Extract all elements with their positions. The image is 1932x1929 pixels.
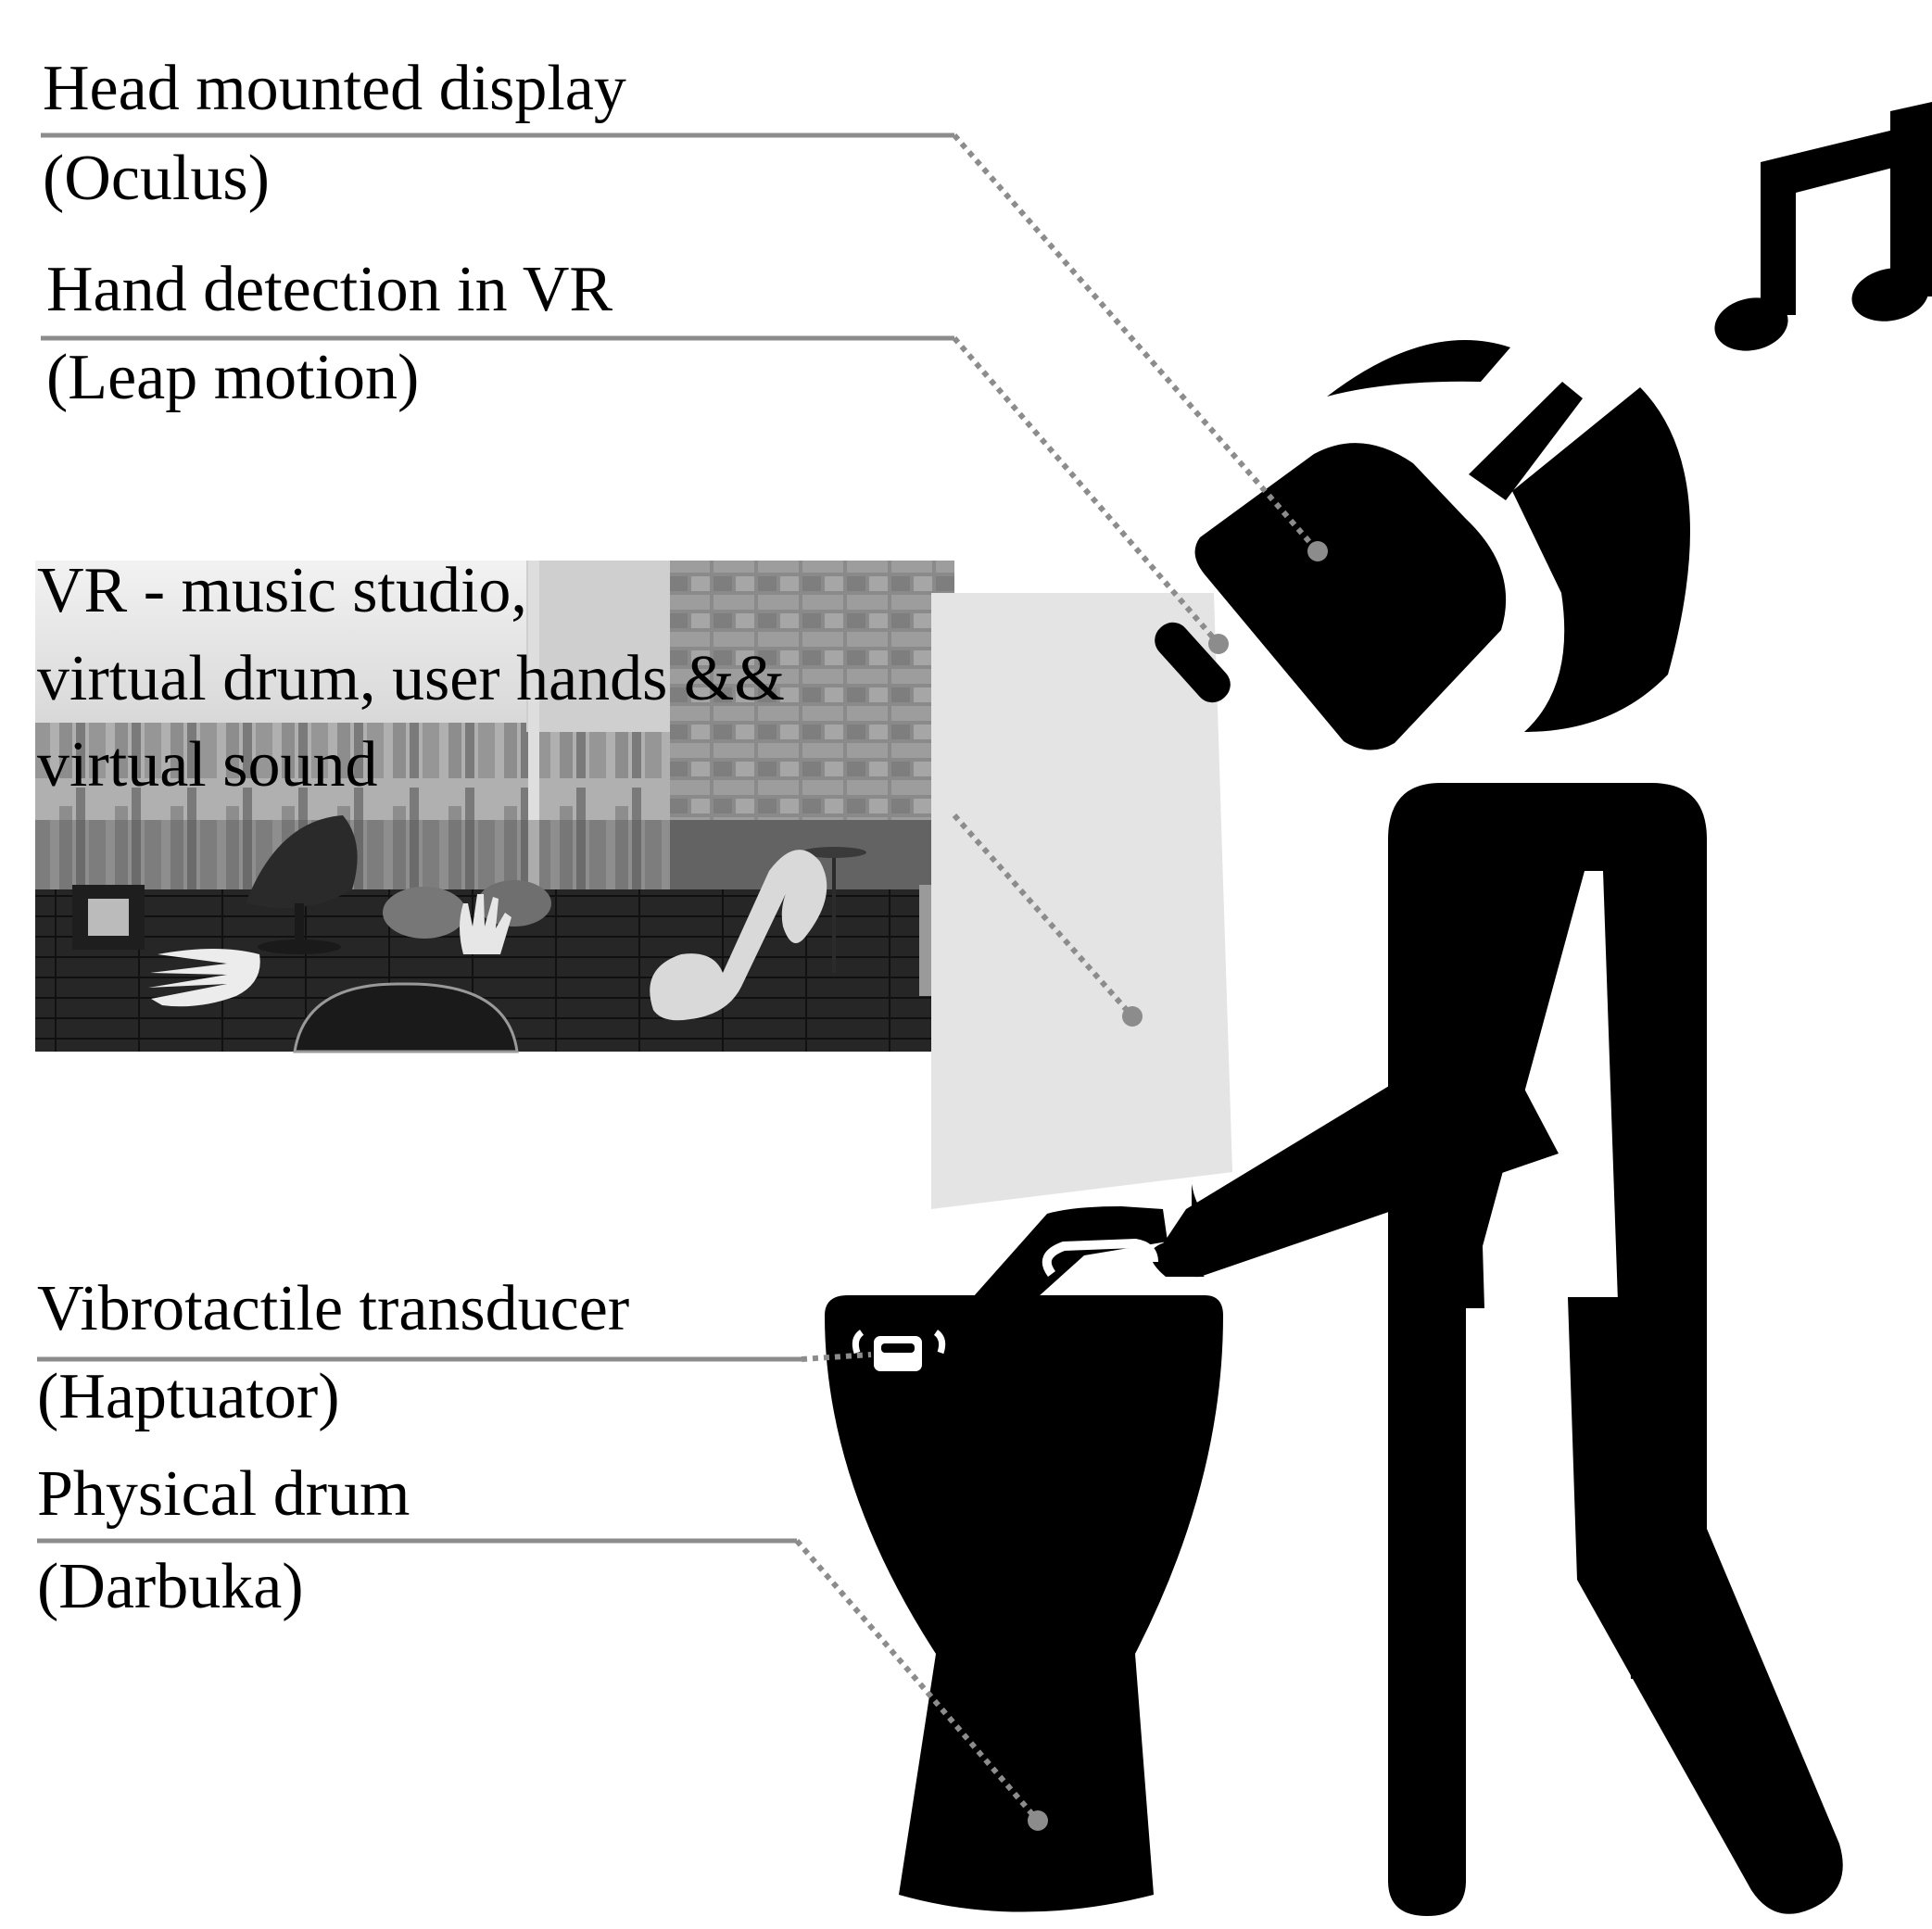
annotation-labels: Head mounted display (Oculus) Hand detec…	[37, 53, 785, 1622]
transducer-device-label: (Haptuator)	[37, 1361, 340, 1432]
drum-device-label: (Darbuka)	[37, 1551, 304, 1622]
leader-end-dots	[1028, 541, 1328, 1831]
vr-scene-line-2: virtual drum, user hands &&	[37, 643, 785, 714]
vr-scene-screenshot	[35, 561, 954, 1053]
hand-grip-outline	[1042, 1238, 1158, 1277]
hmd-device-label: (Oculus)	[43, 143, 270, 214]
hmd-label: Head mounted display	[43, 53, 626, 124]
tracking-view-cone	[931, 593, 1232, 1209]
transducer-label: Vibrotactile transducer	[37, 1273, 629, 1344]
drum-label: Physical drum	[37, 1458, 410, 1530]
music-note-icon	[1714, 102, 1932, 351]
vr-scene-line-3: virtual sound	[37, 729, 377, 801]
label-underlines	[37, 132, 954, 1544]
hand-tracking-label: Hand detection in VR	[46, 254, 612, 325]
vr-scene-line-1: VR - music studio,	[37, 555, 527, 626]
person-pictogram	[1150, 340, 1843, 1916]
leader-lines	[794, 133, 1320, 1822]
haptuator-icon	[852, 1330, 946, 1371]
hand-tracking-device-label: (Leap motion)	[46, 342, 419, 413]
darbuka-drum-icon	[825, 1206, 1223, 1912]
